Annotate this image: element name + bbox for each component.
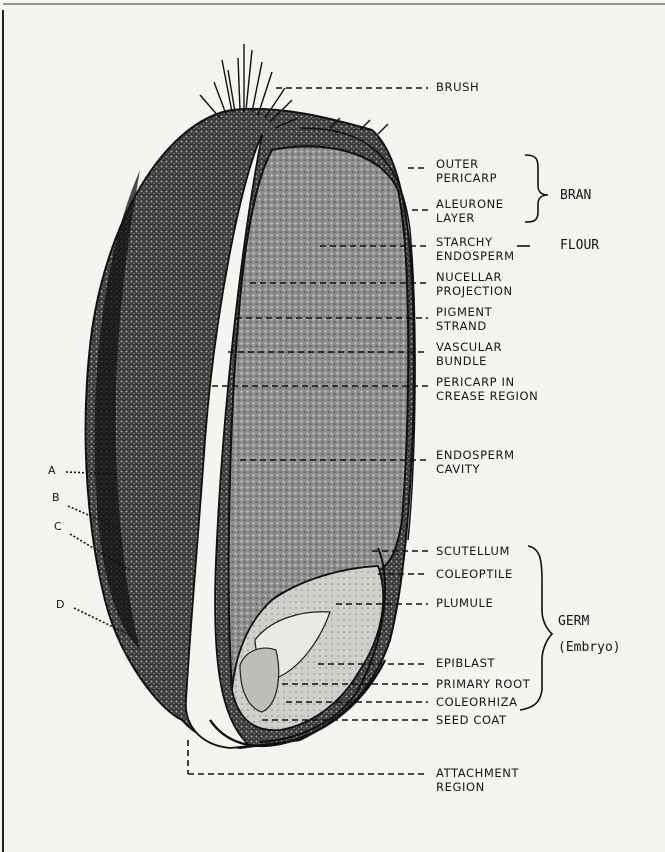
label-coleoptile: COLEOPTILE	[436, 567, 513, 581]
group-flour: FLOUR	[560, 238, 599, 254]
label-pericarp-crease: PERICARP IN CREASE REGION	[436, 375, 538, 403]
label-seed-coat: SEED COAT	[436, 713, 507, 727]
label-brush: BRUSH	[436, 80, 479, 94]
label-endosperm-cavity: ENDOSPERM CAVITY	[436, 448, 515, 476]
label-pigment-strand: PIGMENT STRAND	[436, 305, 492, 333]
label-scutellum: SCUTELLUM	[436, 544, 510, 558]
label-outer-pericarp: OUTER PERICARP	[436, 157, 497, 185]
label-attachment-region: ATTACHMENT REGION	[436, 766, 519, 794]
group-germ: GERM	[558, 614, 589, 630]
letter-d: D	[56, 598, 64, 611]
label-nucellar-projection: NUCELLAR PROJECTION	[436, 270, 513, 298]
letter-b: B	[52, 491, 60, 504]
label-vascular-bundle: VASCULAR BUNDLE	[436, 340, 502, 368]
group-embryo: (Embryo)	[558, 640, 621, 656]
label-plumule: PLUMULE	[436, 596, 493, 610]
group-bran: BRAN	[560, 188, 591, 204]
label-primary-root: PRIMARY ROOT	[436, 677, 530, 691]
label-aleurone-layer: ALEURONE LAYER	[436, 197, 504, 225]
label-coleorhiza: COLEORHIZA	[436, 695, 518, 709]
label-starchy-endosperm: STARCHY ENDOSPERM	[436, 235, 515, 263]
letter-c: C	[54, 520, 62, 533]
letter-a: A	[48, 464, 56, 477]
label-epiblast: EPIBLAST	[436, 656, 495, 670]
bran-brace	[525, 155, 548, 222]
